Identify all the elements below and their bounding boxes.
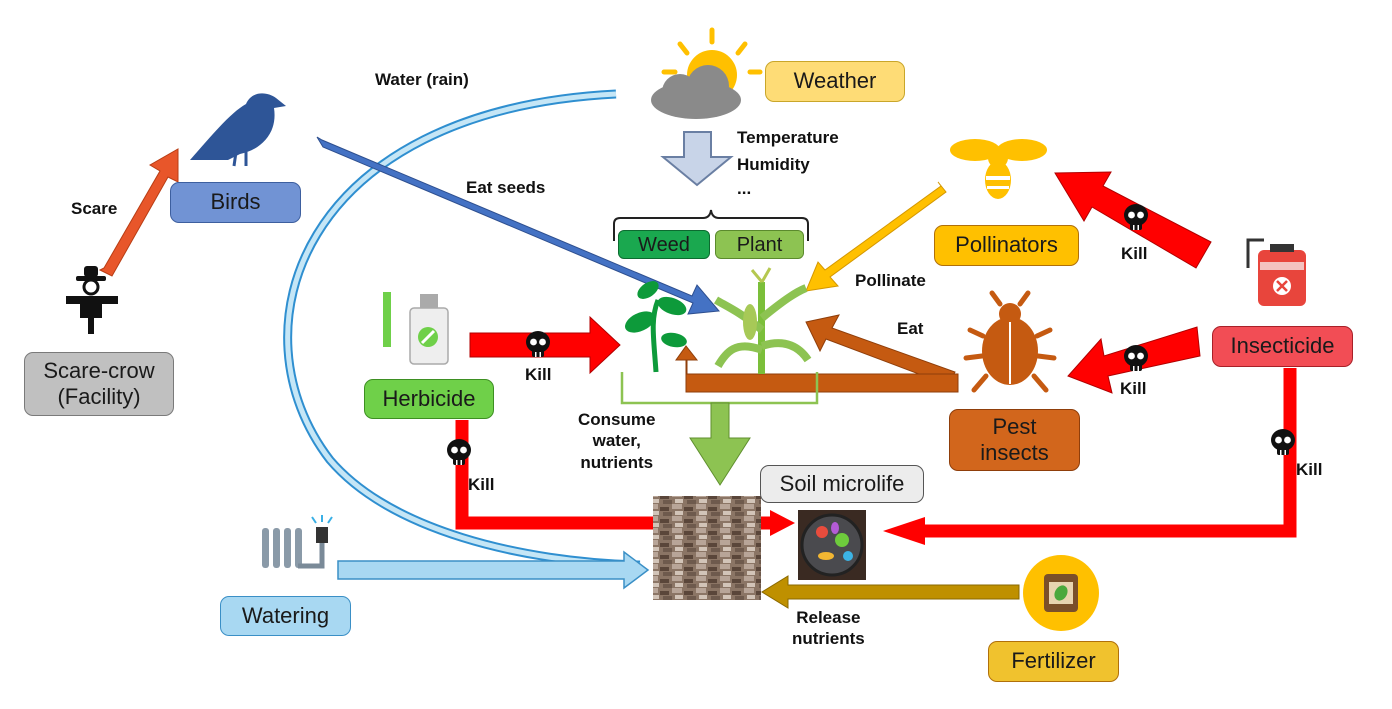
pest-line1: Pest	[992, 413, 1037, 439]
eat-seeds-label: Eat seeds	[466, 178, 546, 197]
fertilizer-bag-icon	[1023, 555, 1099, 631]
humidity-label: Humidity	[737, 155, 810, 174]
release-line1: Release	[796, 608, 861, 627]
sprayer-icon	[1246, 238, 1306, 306]
bird-icon	[190, 93, 286, 167]
seedling-icon	[625, 281, 687, 373]
consume-line1: Consume	[578, 410, 656, 429]
release-nutrients-label: Release nutrients	[792, 607, 865, 650]
pest-insects-node: Pest insects	[949, 409, 1080, 471]
water-rain-label: Water (rain)	[375, 70, 469, 89]
beetle-icon	[963, 290, 1057, 393]
eat-seeds-arrow	[316, 136, 720, 315]
kill-label-insecticide-pollinators: Kill	[1121, 244, 1148, 263]
soil-icon	[653, 496, 761, 600]
consume-arrow	[689, 402, 751, 486]
birds-node: Birds	[170, 182, 301, 223]
kill-label-insecticide-soil: Kill	[1296, 460, 1323, 479]
weather-effect-arrow	[660, 131, 734, 187]
scarecrow-line1: Scare-crow	[43, 357, 155, 383]
ellipsis-label: ...	[737, 179, 752, 198]
scarecrow-node: Scare-crow (Facility)	[24, 352, 174, 416]
temperature-label: Temperature	[737, 128, 839, 147]
plant-node: Plant	[715, 230, 804, 259]
kill-insecticide-soil-line	[925, 368, 1297, 538]
weed-node: Weed	[618, 230, 710, 259]
herbicide-node: Herbicide	[364, 379, 494, 419]
pest-line2: insects	[980, 440, 1049, 465]
herbicide-bottle-icon	[383, 292, 449, 365]
sprinkler-icon	[262, 515, 333, 569]
weather-node: Weather	[765, 61, 905, 102]
skull-icon	[447, 439, 471, 465]
corn-plant-icon	[713, 267, 812, 374]
consume-line3: nutrients	[580, 452, 654, 472]
kill-label-herbicide-soil: Kill	[468, 475, 495, 494]
pollinators-node: Pollinators	[934, 225, 1079, 266]
bee-icon	[950, 139, 1047, 199]
fertilizer-node: Fertilizer	[988, 641, 1119, 682]
kill-label-herbicide-plant: Kill	[525, 365, 552, 384]
skull-icon	[526, 331, 550, 357]
sun-cloud-icon	[651, 27, 763, 119]
pollinate-label: Pollinate	[855, 271, 926, 290]
scarecrow-icon	[66, 266, 118, 334]
eat-weed-arrow	[675, 345, 959, 393]
consume-line2: water,	[592, 431, 641, 451]
skull-icon	[1124, 345, 1148, 371]
scarecrow-line2: (Facility)	[57, 384, 141, 409]
eat-label: Eat	[897, 319, 924, 338]
watering-node: Watering	[220, 596, 351, 636]
kill-label-insecticide-pest: Kill	[1120, 379, 1147, 398]
release-line2: nutrients	[792, 629, 865, 649]
watering-arrow	[337, 550, 650, 590]
scare-arrow	[98, 148, 179, 277]
consume-label: Consume water, nutrients	[578, 409, 655, 473]
soil-microlife-node: Soil microlife	[760, 465, 924, 503]
insecticide-node: Insecticide	[1212, 326, 1353, 367]
weed-plant-brace	[613, 209, 809, 241]
release-nutrients-arrow	[761, 575, 1020, 609]
scare-label: Scare	[71, 199, 118, 218]
skull-icon	[1124, 204, 1148, 230]
microbes-icon	[798, 510, 866, 580]
skull-icon	[1271, 429, 1295, 455]
